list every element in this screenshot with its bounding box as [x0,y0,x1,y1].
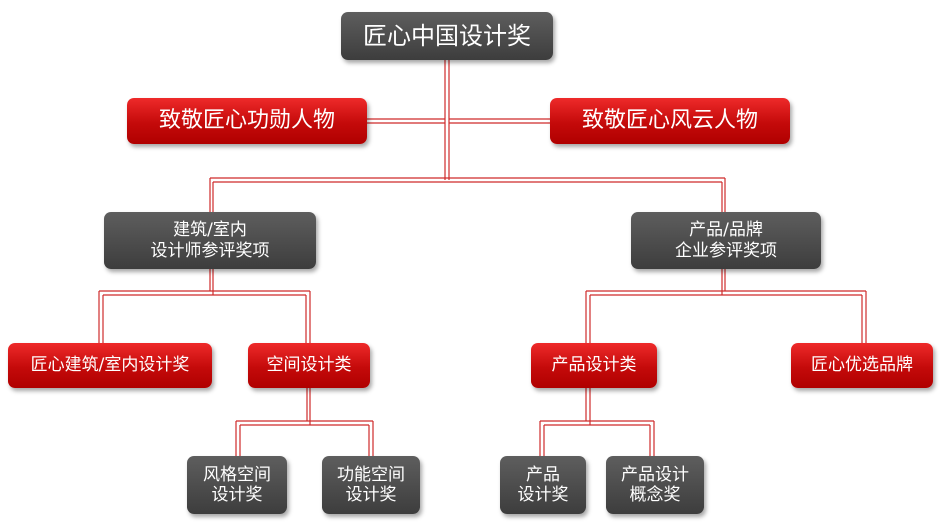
honor-merit-node: 致敬匠心功勋人物 [127,98,367,144]
arch-interior-award-node: 匠心建筑/室内设计奖 [8,343,212,388]
honor-star-node: 致敬匠心风云人物 [550,98,790,144]
product-design-category-node: 产品设计类 [531,343,657,388]
arch-interior-branch-node: 建筑/室内 设计师参评奖项 [104,212,316,269]
product-concept-award-node: 产品设计 概念奖 [606,456,704,514]
preferred-brand-node: 匠心优选品牌 [791,343,933,388]
root-node: 匠心中国设计奖 [341,12,553,60]
space-design-category-node: 空间设计类 [248,343,370,388]
function-space-award-node: 功能空间 设计奖 [322,456,420,514]
style-space-award-node: 风格空间 设计奖 [187,456,287,514]
product-brand-branch-node: 产品/品牌 企业参评奖项 [631,212,821,269]
product-design-award-node: 产品 设计奖 [500,456,586,514]
